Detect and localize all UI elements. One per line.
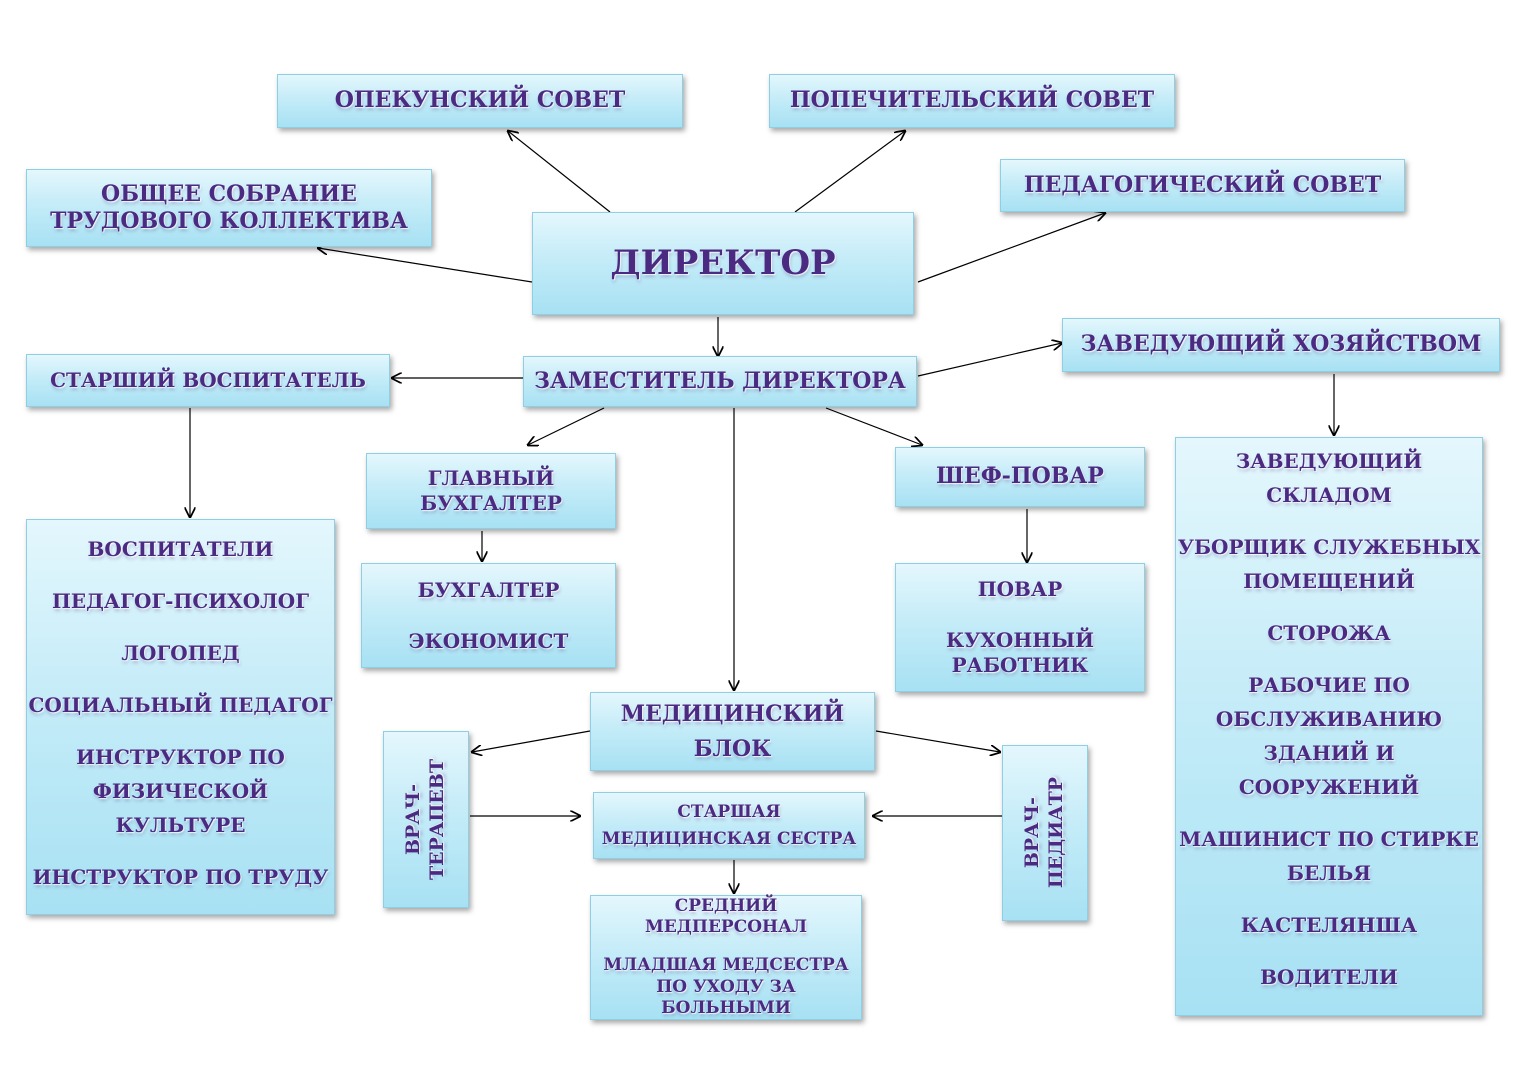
arrow-director-to-general-meeting <box>318 248 533 283</box>
guardianship-council-box: ОПЕКУНСКИЙ СОВЕТ <box>277 74 683 128</box>
psychologist-label: ПЕДАГОГ-ПСИХОЛОГ <box>51 589 310 613</box>
maintenance-line-2: ОБСЛУЖИВАНИЮ <box>1215 707 1443 731</box>
arrow-medical-to-therapist <box>472 730 591 752</box>
maintenance-line-4: СООРУЖЕНИЙ <box>1238 775 1420 799</box>
senior-nurse-box: СТАРШАЯ МЕДИЦИНСКАЯ СЕСТРА <box>593 792 865 859</box>
arrow-director-to-guardianship <box>508 131 611 213</box>
junior-nurse-line-1: МЛАДШАЯ МЕДСЕСТРА <box>603 955 849 976</box>
pe-instructor-line-2: ФИЗИЧЕСКОЙ <box>92 779 269 803</box>
accountant-label: БУХГАЛТЕР <box>417 577 560 602</box>
trustee-council-label: ПОПЕЧИТЕЛЬСКИЙ СОВЕТ <box>789 87 1155 114</box>
pedagogical-council-box: ПЕДАГОГИЧЕСКИЙ СОВЕТ <box>1000 159 1405 212</box>
medical-block-line-1: МЕДИЦИНСКИЙ <box>620 701 845 728</box>
general-meeting-line-2: ТРУДОВОГО КОЛЛЕКТИВА <box>50 208 408 234</box>
pedagogical-council-label: ПЕДАГОГИЧЕСКИЙ СОВЕТ <box>1023 171 1382 198</box>
senior-educator-box: СТАРШИЙ ВОСПИТАТЕЛЬ <box>26 354 390 407</box>
pe-instructor-line-1: ИНСТРУКТОР ПО <box>76 745 285 769</box>
medical-block-box: МЕДИЦИНСКИЙ БЛОК <box>590 692 875 771</box>
watchmen-label: СТОРОЖА <box>1267 621 1391 645</box>
pediatrician-line-2: ПЕДИАТР <box>1045 777 1067 889</box>
chef-label: ШЕФ-ПОВАР <box>936 463 1104 490</box>
household-staff-box: ЗАВЕДУЮЩИЙ СКЛАДОМ УБОРЩИК СЛУЖЕБНЫХ ПОМ… <box>1175 437 1483 1016</box>
junior-nurse-line-2: ПО УХОДУ ЗА БОЛЬНЫМИ <box>656 976 796 1018</box>
therapist-box: ВРАЧ- ТЕРАПЕВТ <box>383 731 469 908</box>
drivers-label: ВОДИТЕЛИ <box>1260 965 1398 989</box>
arrow-medical-to-pediatrician <box>875 730 1000 752</box>
laundry-operator-line-1: МАШИНИСТ ПО СТИРКЕ <box>1179 827 1479 851</box>
laundry-operator-line-2: БЕЛЬЯ <box>1286 861 1372 885</box>
arrow-director-to-pedagogical <box>917 213 1105 283</box>
cleaner-line-2: ПОМЕЩЕНИЙ <box>1243 569 1415 593</box>
educators-label: ВОСПИТАТЕЛИ <box>87 537 274 561</box>
arrow-deputy-to-chef <box>825 407 922 445</box>
accounting-staff-box: БУХГАЛТЕР ЭКОНОМИСТ <box>361 563 616 668</box>
mid-level-staff-label: СРЕДНИЙ МЕДПЕРСОНАЛ <box>645 896 807 938</box>
kitchen-worker-line-2: РАБОТНИК <box>951 653 1089 677</box>
linen-keeper-label: КАСТЕЛЯНША <box>1240 913 1418 937</box>
therapist-line-2: ТЕРАПЕВТ <box>426 758 448 880</box>
economist-label: ЭКОНОМИСТ <box>408 628 569 653</box>
maintenance-line-3: ЗДАНИЙ И <box>1263 741 1395 765</box>
general-meeting-box: ОБЩЕЕ СОБРАНИЕ ТРУДОВОГО КОЛЛЕКТИВА <box>26 169 432 247</box>
senior-educator-label: СТАРШИЙ ВОСПИТАТЕЛЬ <box>50 368 366 392</box>
kitchen-worker-line-1: КУХОННЫЙ <box>945 628 1095 652</box>
arrow-deputy-to-household <box>917 343 1062 377</box>
trustee-council-box: ПОПЕЧИТЕЛЬСКИЙ СОВЕТ <box>769 74 1175 128</box>
chief-accountant-box: ГЛАВНЫЙ БУХГАЛТЕР <box>366 453 616 529</box>
social-educator-label: СОЦИАЛЬНЫЙ ПЕДАГОГ <box>28 693 333 717</box>
cleaner-line-1: УБОРЩИК СЛУЖЕБНЫХ <box>1177 535 1481 559</box>
chief-accountant-line-1: ГЛАВНЫЙ <box>427 466 555 490</box>
therapist-text: ВРАЧ- ТЕРАПЕВТ <box>402 759 450 880</box>
senior-nurse-line-1: СТАРШАЯ <box>677 802 781 823</box>
general-meeting-line-1: ОБЩЕЕ СОБРАНИЕ <box>101 180 357 207</box>
speech-therapist-label: ЛОГОПЕД <box>121 641 240 665</box>
educators-box: ВОСПИТАТЕЛИ ПЕДАГОГ-ПСИХОЛОГ ЛОГОПЕД СОЦ… <box>26 519 335 915</box>
labor-instructor-label: ИНСТРУКТОР ПО ТРУДУ <box>32 865 329 889</box>
chief-accountant-line-2: БУХГАЛТЕР <box>420 491 562 515</box>
arrow-director-to-trustee <box>794 131 905 213</box>
director-box: ДИРЕКТОР <box>532 212 914 315</box>
warehouse-manager-line-1: ЗАВЕДУЮЩИЙ <box>1235 449 1423 473</box>
arrow-deputy-to-chief-accountant <box>528 407 605 445</box>
pediatrician-line-1: ВРАЧ- <box>1021 797 1044 869</box>
pediatrician-box: ВРАЧ- ПЕДИАТР <box>1002 745 1088 921</box>
pediatrician-text: ВРАЧ- ПЕДИАТР <box>1021 777 1069 888</box>
medical-staff-box: СРЕДНИЙ МЕДПЕРСОНАЛ МЛАДШАЯ МЕДСЕСТРА ПО… <box>590 895 862 1020</box>
therapist-line-1: ВРАЧ- <box>402 783 425 856</box>
warehouse-manager-line-2: СКЛАДОМ <box>1266 483 1392 507</box>
guardianship-council-label: ОПЕКУНСКИЙ СОВЕТ <box>334 87 626 114</box>
director-label: ДИРЕКТОР <box>610 243 836 284</box>
kitchen-staff-box: ПОВАР КУХОННЫЙ РАБОТНИК <box>895 563 1145 692</box>
maintenance-line-1: РАБОЧИЕ ПО <box>1248 673 1410 697</box>
deputy-director-box: ЗАМЕСТИТЕЛЬ ДИРЕКТОРА <box>523 356 917 407</box>
chef-box: ШЕФ-ПОВАР <box>895 447 1145 507</box>
household-manager-label: ЗАВЕДУЮЩИЙ ХОЗЯЙСТВОМ <box>1080 331 1482 358</box>
cook-label: ПОВАР <box>977 577 1063 601</box>
pe-instructor-line-3: КУЛЬТУРЕ <box>115 813 246 837</box>
deputy-director-label: ЗАМЕСТИТЕЛЬ ДИРЕКТОРА <box>534 367 906 394</box>
household-manager-box: ЗАВЕДУЮЩИЙ ХОЗЯЙСТВОМ <box>1062 318 1500 372</box>
senior-nurse-line-2: МЕДИЦИНСКАЯ СЕСТРА <box>601 828 857 849</box>
medical-block-line-2: БЛОК <box>693 735 772 762</box>
